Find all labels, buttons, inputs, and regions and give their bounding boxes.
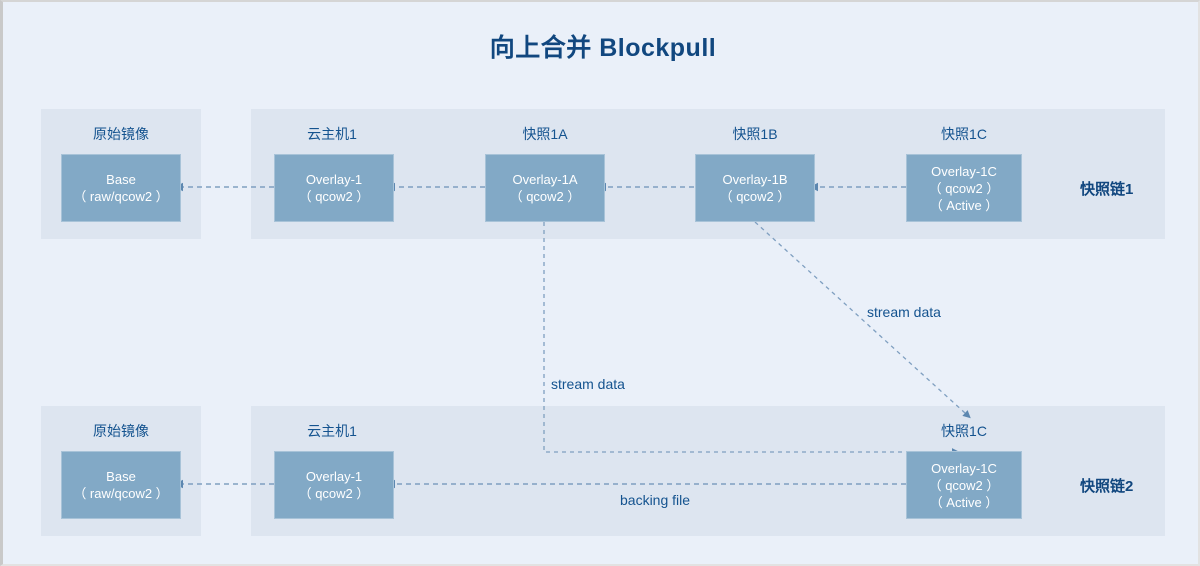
node-line: Overlay-1A bbox=[512, 172, 578, 187]
node-line: （ raw/qcow2 ） bbox=[73, 486, 169, 501]
node-line: （ qcow2 ） bbox=[298, 486, 370, 501]
node-line: Overlay-1C bbox=[931, 460, 997, 476]
node-line: Overlay-1 bbox=[305, 469, 363, 484]
node-chain1-base[interactable]: Base （ raw/qcow2 ） bbox=[61, 154, 181, 222]
node-chain2-base[interactable]: Base （ raw/qcow2 ） bbox=[61, 451, 181, 519]
node-line: （ qcow2 ） bbox=[298, 189, 370, 204]
edge-label-stream-data-right: stream data bbox=[867, 304, 941, 320]
node-line: Overlay-1B bbox=[722, 172, 788, 187]
chain-label-1: 快照链1 bbox=[1080, 181, 1134, 198]
group-label-chain2-1: 云主机1 bbox=[307, 423, 357, 439]
node-line: Base bbox=[106, 469, 136, 484]
group-label-chain1-1: 云主机1 bbox=[307, 126, 357, 142]
node-line: （ qcow2 ） bbox=[509, 189, 581, 204]
edge-label-stream-data-left: stream data bbox=[551, 376, 625, 392]
group-label-chain2-0: 原始镜像 bbox=[93, 423, 149, 439]
group-label-chain1-3: 快照1B bbox=[732, 126, 778, 142]
page-title: 向上合并 Blockpull bbox=[489, 34, 717, 62]
node-line: （ qcow2 ） bbox=[928, 180, 1000, 196]
node-chain2-overlay1[interactable]: Overlay-1 （ qcow2 ） bbox=[274, 451, 394, 519]
node-chain1-overlay1a[interactable]: Overlay-1A （ qcow2 ） bbox=[485, 154, 605, 222]
node-chain1-overlay1[interactable]: Overlay-1 （ qcow2 ） bbox=[274, 154, 394, 222]
node-line: （ Active ） bbox=[929, 197, 999, 213]
node-chain2-overlay1c[interactable]: Overlay-1C （ qcow2 ） （ Active ） bbox=[906, 451, 1022, 519]
node-line: Base bbox=[106, 172, 136, 187]
node-line: （ qcow2 ） bbox=[928, 477, 1000, 493]
node-line: （ qcow2 ） bbox=[719, 189, 791, 204]
node-chain1-overlay1b[interactable]: Overlay-1B （ qcow2 ） bbox=[695, 154, 815, 222]
group-label-chain1-2: 快照1A bbox=[522, 126, 568, 142]
group-label-chain1-0: 原始镜像 bbox=[93, 126, 149, 142]
node-line: Overlay-1C bbox=[931, 163, 997, 179]
group-label-chain2-2: 快照1C bbox=[941, 423, 987, 439]
chain-label-2: 快照链2 bbox=[1080, 478, 1134, 495]
group-label-chain1-4: 快照1C bbox=[941, 126, 987, 142]
node-line: Overlay-1 bbox=[305, 172, 363, 187]
edge-label-backing-file: backing file bbox=[620, 492, 691, 508]
node-chain1-overlay1c[interactable]: Overlay-1C （ qcow2 ） （ Active ） bbox=[906, 154, 1022, 222]
node-line: （ Active ） bbox=[929, 494, 999, 510]
node-line: （ raw/qcow2 ） bbox=[73, 189, 169, 204]
